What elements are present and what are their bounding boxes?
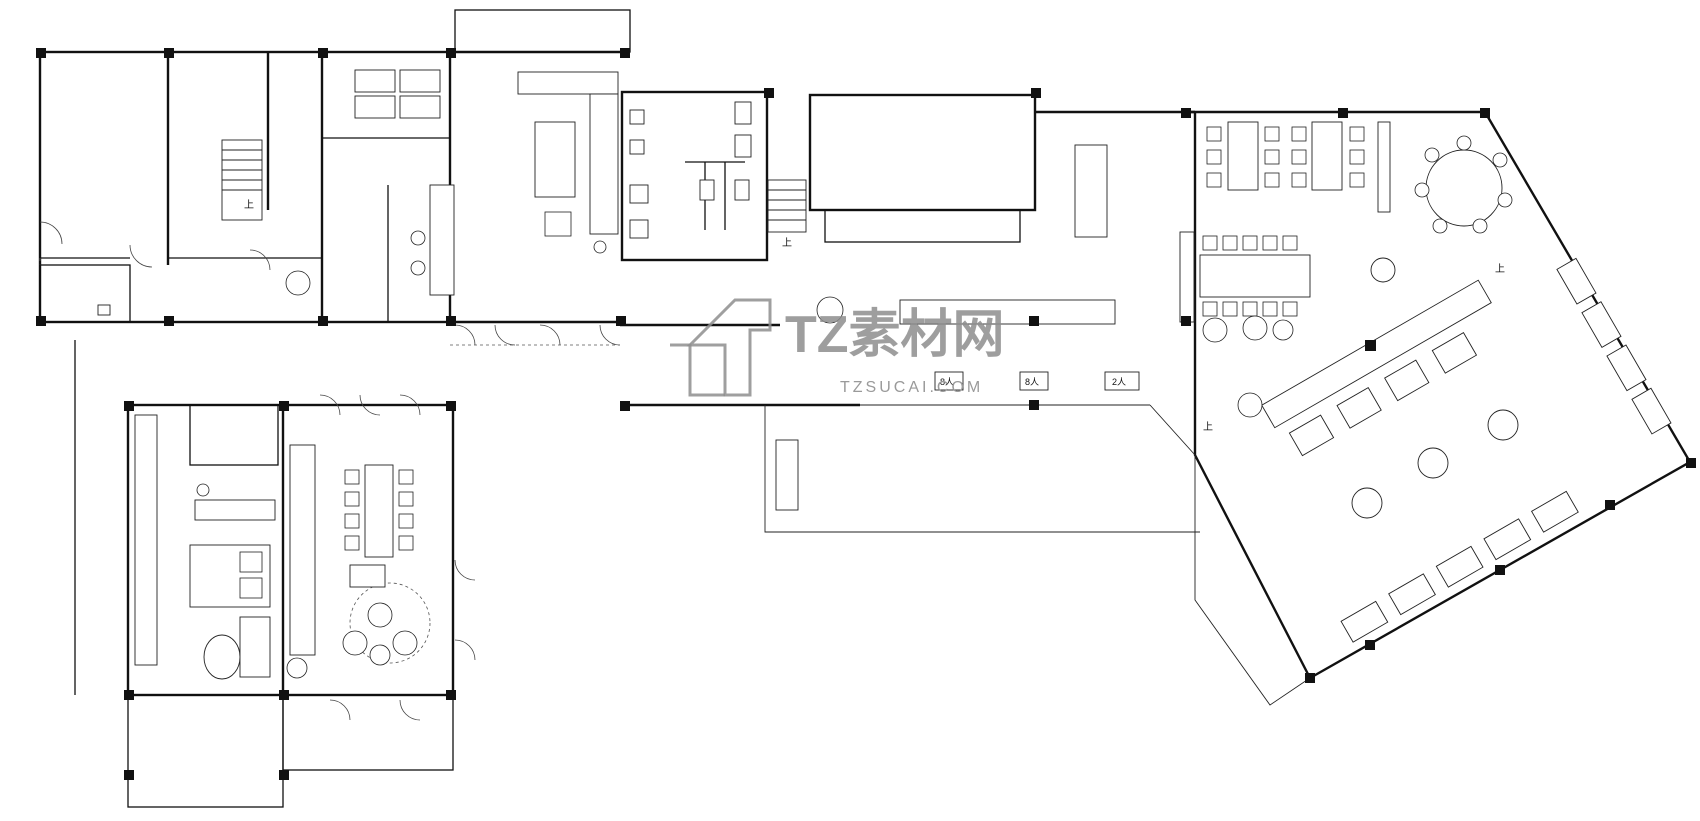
lower-booths: [1340, 490, 1579, 643]
table-tag-3: 2人: [1112, 377, 1126, 387]
upper-left-block: 上: [38, 50, 621, 346]
central-lobby: [450, 9, 631, 346]
table-tag-1: 8人: [940, 377, 954, 387]
stair-up-label-3: 上: [1495, 263, 1505, 275]
stair-up-label-2: 上: [782, 237, 792, 249]
stair-left: 上: [221, 139, 263, 221]
tz-logo-mark-icon: [670, 298, 772, 397]
middle-room: 上 8人 8人 2人: [620, 93, 1200, 533]
restaurant-area: 上 上: [860, 110, 1692, 706]
lower-left-block: [74, 340, 476, 808]
right-wall-booths: [1556, 257, 1672, 435]
watermark: TZ素材网 TZSUCAI.COM: [670, 298, 1005, 397]
stair-up-label-1: 上: [244, 199, 254, 211]
toilet-block: [620, 90, 769, 262]
structural-columns: [36, 48, 1696, 780]
stair-up-label-4: 上: [1203, 421, 1213, 433]
stair-middle: 上: [767, 179, 807, 249]
table-tag-2: 8人: [1025, 377, 1039, 387]
watermark-url: TZSUCAI.COM: [840, 379, 983, 396]
diagonal-booths: [1261, 279, 1492, 457]
watermark-brand: TZ素材网: [785, 306, 1005, 364]
